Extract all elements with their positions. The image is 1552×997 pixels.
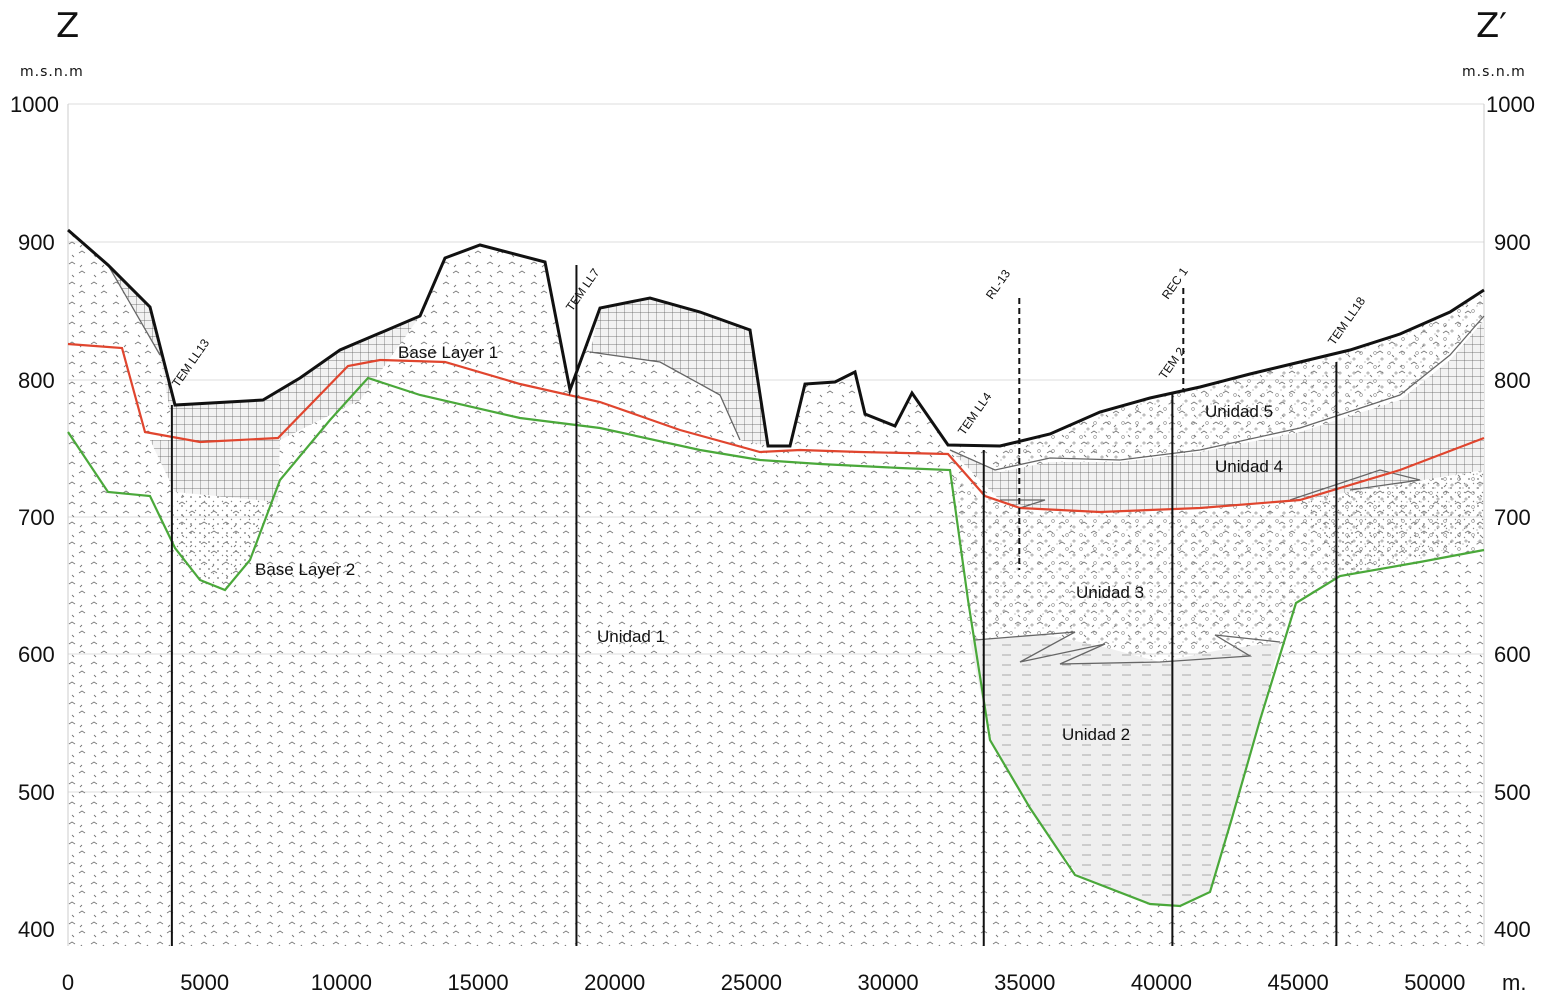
x-tick-50000: 50000 — [1404, 970, 1465, 995]
unidad-4-west-area — [108, 265, 420, 440]
x-tick-5000: 5000 — [180, 970, 229, 995]
unidad-3-fine-area — [170, 492, 280, 590]
section-end-label: Z′ — [1476, 6, 1508, 46]
unit-boundaries — [107, 264, 1485, 665]
y-tick-800: 800 — [18, 368, 55, 393]
x-tick-10000: 10000 — [311, 970, 372, 995]
x-tick-30000: 30000 — [857, 970, 918, 995]
well-label-3: RL-13 — [983, 267, 1013, 302]
unidad-5-label: Unidad 5 — [1205, 402, 1273, 421]
unidad-1-label: Unidad 1 — [597, 627, 665, 646]
y-tick-400-right: 400 — [1494, 917, 1531, 942]
left-y-axis: 1000 900 800 700 600 500 400 — [10, 92, 59, 942]
x-tick-45000: 45000 — [1268, 970, 1329, 995]
y-tick-1000-right: 1000 — [1486, 92, 1535, 117]
y-tick-500-right: 500 — [1494, 780, 1531, 805]
y-tick-800-right: 800 — [1494, 368, 1531, 393]
base-layer-2-label: Base Layer 2 — [255, 560, 355, 579]
y-tick-600-right: 600 — [1494, 642, 1531, 667]
right-y-axis: 1000 900 800 700 600 500 400 — [1486, 92, 1535, 942]
x-tick-0: 0 — [62, 970, 74, 995]
x-tick-40000: 40000 — [1131, 970, 1192, 995]
unidad-2-area — [970, 634, 1280, 906]
unidad-4-east-area — [950, 320, 1484, 512]
y-tick-700: 700 — [18, 505, 55, 530]
x-axis-unit: m. — [1502, 970, 1526, 995]
well-label-2: TEM LL4 — [955, 390, 995, 438]
base-layer-1-label: Base Layer 1 — [398, 343, 498, 362]
unidad-4-label: Unidad 4 — [1215, 457, 1283, 476]
x-tick-25000: 25000 — [721, 970, 782, 995]
x-axis: 0 5000 10000 15000 20000 25000 30000 35000 40000… — [62, 970, 1466, 995]
y-tick-900: 900 — [18, 230, 55, 255]
base-layer-2-line — [67, 376, 1485, 908]
x-tick-20000: 20000 — [584, 970, 645, 995]
y-tick-600: 600 — [18, 642, 55, 667]
well-label-0: TEM LL13 — [169, 336, 212, 390]
y-tick-500: 500 — [18, 780, 55, 805]
base-layer-1-line — [67, 342, 1485, 514]
y-tick-700-right: 700 — [1494, 505, 1531, 530]
x-tick-35000: 35000 — [994, 970, 1055, 995]
left-elevation-unit: m.s.n.m — [20, 64, 84, 80]
unidad-2-label: Unidad 2 — [1062, 725, 1130, 744]
y-tick-900-right: 900 — [1494, 230, 1531, 255]
y-tick-400: 400 — [18, 917, 55, 942]
unidad-3-label: Unidad 3 — [1076, 583, 1144, 602]
section-start-label: Z — [56, 6, 80, 46]
right-elevation-unit: m.s.n.m — [1462, 64, 1526, 80]
x-tick-15000: 15000 — [447, 970, 508, 995]
ground-surface-line — [67, 228, 1485, 448]
unidad-4-west2-area — [150, 440, 280, 502]
well-label-6: TEM LL18 — [1325, 294, 1368, 348]
unidad-3-east-area — [1300, 470, 1484, 576]
y-tick-1000: 1000 — [10, 92, 59, 117]
well-label-1: TEM LL7 — [563, 266, 603, 314]
well-label-5: REC 1 — [1159, 264, 1191, 301]
unidad-5-area — [995, 290, 1484, 470]
